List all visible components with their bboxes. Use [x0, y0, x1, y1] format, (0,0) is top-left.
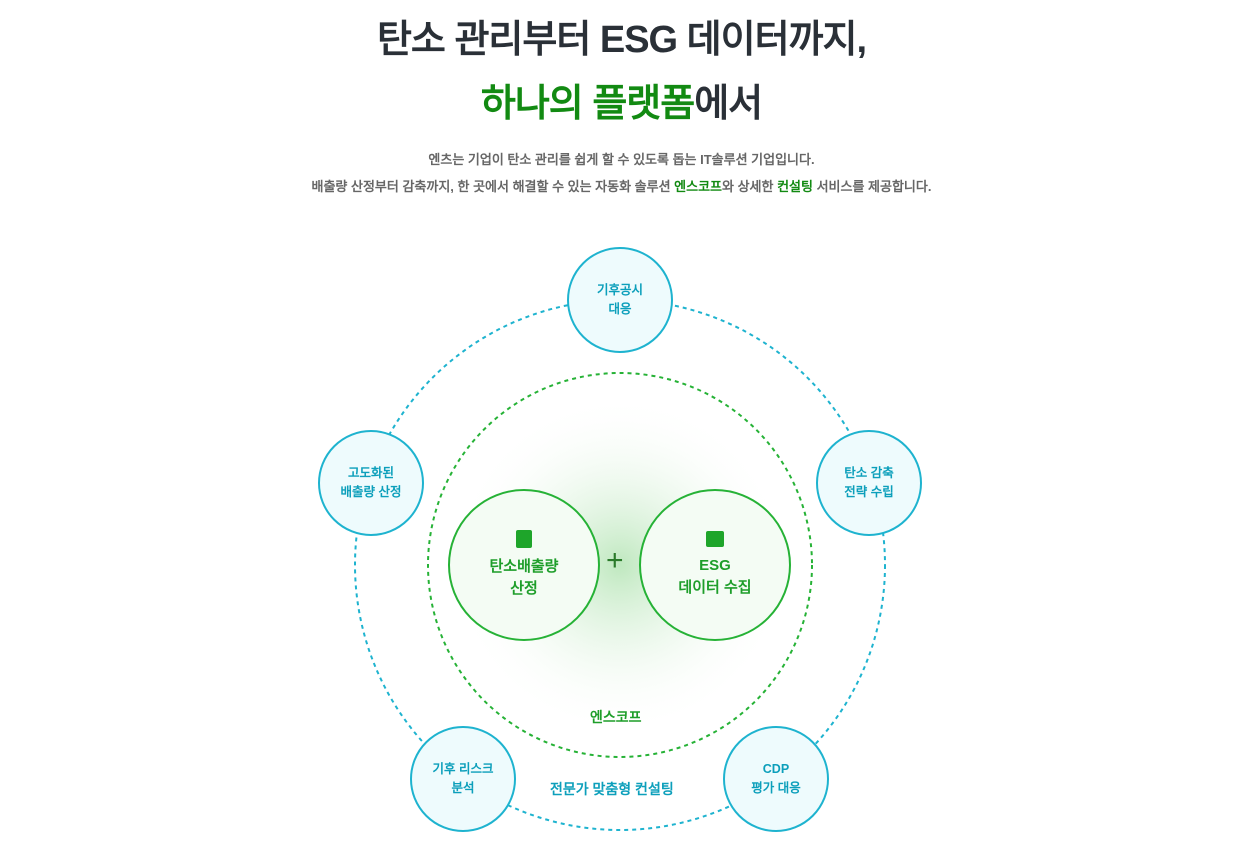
inner-label: 엔스코프 — [590, 709, 642, 725]
heading-highlight: 하나의 플랫폼 — [480, 83, 695, 125]
core-label: 탄소배출량 산정 — [489, 557, 559, 598]
desc-text: 배출량 산정부터 감축까지, 한 곳에서 해결할 수 있는 자동화 솔루션 — [311, 179, 675, 194]
core-esg-data: ESG 데이터 수집 — [639, 489, 791, 641]
desc-consulting: 컨설팅 — [777, 179, 813, 194]
plus-icon: + — [606, 544, 624, 577]
node-climate-risk: 기후 리스크 분석 — [410, 726, 516, 832]
desc-text: 서비스를 제공합니다. — [812, 179, 932, 194]
desc-text: 와 상세한 — [722, 179, 778, 194]
node-climate-disclosure: 기후공시 대응 — [567, 247, 673, 353]
glow — [450, 395, 790, 735]
heading-line-1: 탄소 관리부터 ESG 데이터까지, — [376, 19, 867, 61]
clipboard-icon — [516, 529, 532, 548]
archive-box-icon — [706, 530, 724, 547]
node-reduction-strategy: 탄소 감축 전략 수립 — [816, 430, 922, 536]
core-emission: 탄소배출량 산정 — [448, 489, 600, 641]
description-line-2: 배출량 산정부터 감축까지, 한 곳에서 해결할 수 있는 자동화 솔루션 엔스… — [0, 176, 1243, 195]
inner-ring — [427, 372, 813, 758]
description-line-1: 엔츠는 기업이 탄소 관리를 쉽게 할 수 있도록 돕는 IT솔루션 기업입니다… — [428, 152, 815, 167]
desc-product: 엔스코프 — [674, 179, 723, 194]
node-emission-calculation: 고도화된 배출량 산정 — [318, 430, 424, 536]
core-label: ESG 데이터 수집 — [678, 556, 752, 597]
outer-label: 전문가 맞춤형 컨설팅 — [548, 779, 676, 799]
heading-rest: 에서 — [694, 83, 763, 125]
node-cdp: CDP 평가 대응 — [723, 726, 829, 832]
heading-line-2: 하나의 플랫폼에서 — [0, 72, 1243, 127]
